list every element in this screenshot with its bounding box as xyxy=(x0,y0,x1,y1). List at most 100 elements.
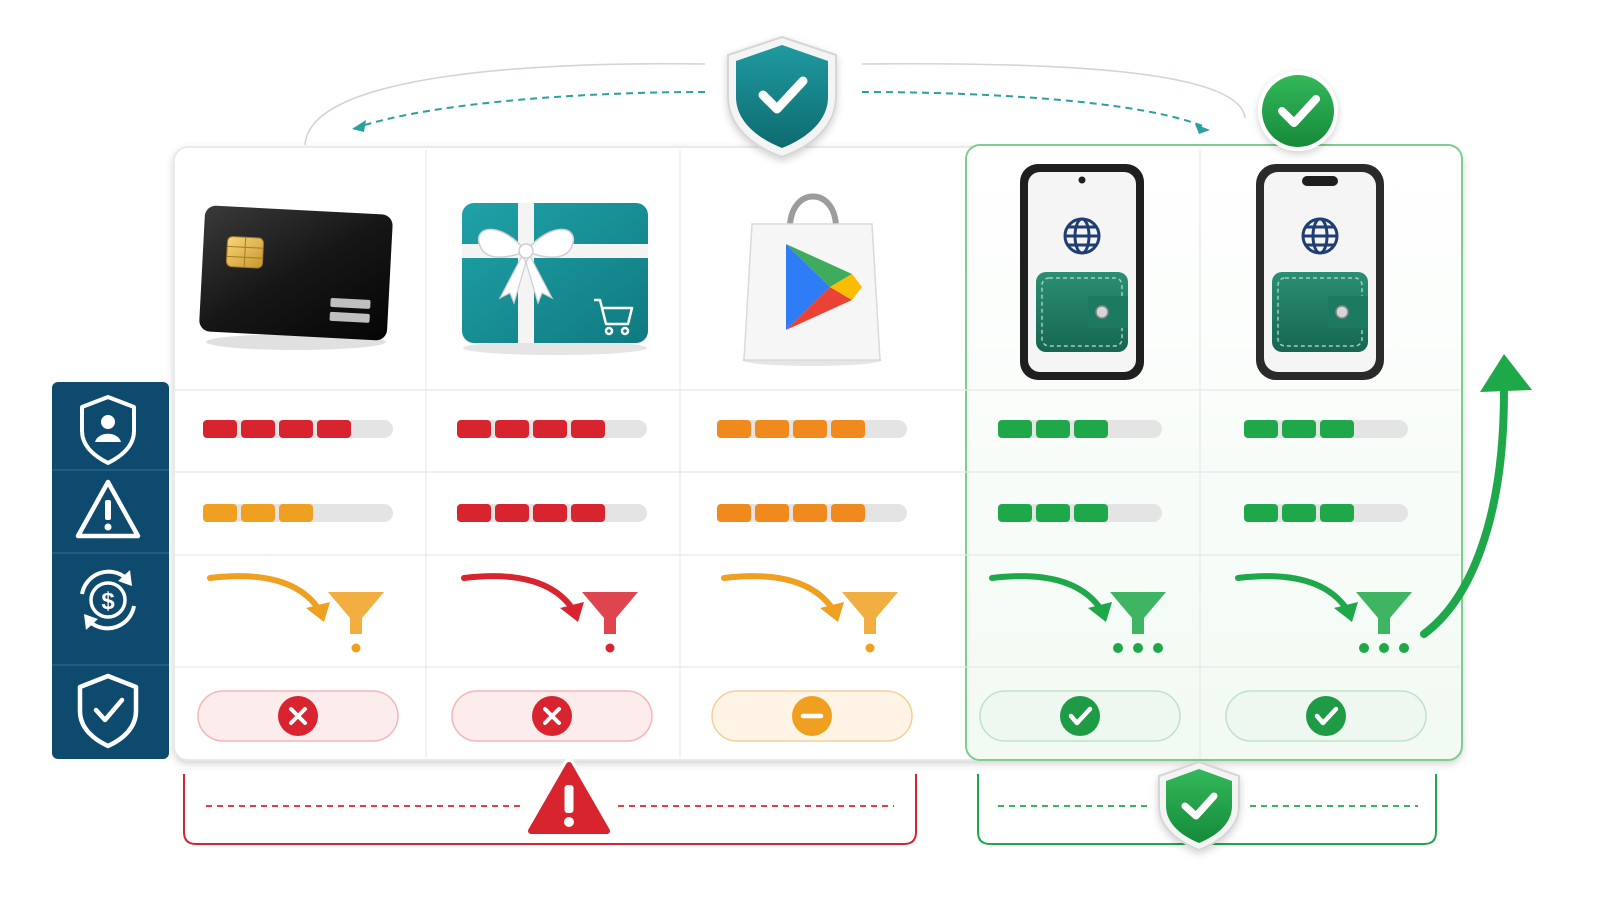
growth-arrow-icon xyxy=(1420,354,1532,638)
warning-level-bar xyxy=(1244,504,1408,522)
warning-level-bar xyxy=(203,504,393,522)
drip-dot xyxy=(1113,643,1123,653)
level-segment xyxy=(457,420,491,438)
refund-arrow-head xyxy=(820,602,844,622)
credit-card-icon xyxy=(199,205,393,350)
level-segment xyxy=(793,420,827,438)
level-segment xyxy=(1244,504,1278,522)
refund-arrow-head xyxy=(1334,602,1358,622)
drip-dot xyxy=(1359,643,1369,653)
drip-dot xyxy=(865,643,875,653)
level-segment xyxy=(457,504,491,522)
check-icon xyxy=(1314,706,1339,726)
level-segment xyxy=(755,420,789,438)
cross-icon xyxy=(289,707,307,725)
phone-wallet-icon xyxy=(1256,164,1384,380)
funnel-icon xyxy=(1110,592,1166,634)
risk-group-bracket xyxy=(183,774,917,845)
check-icon xyxy=(1068,706,1093,726)
level-segment xyxy=(279,504,313,522)
level-segment xyxy=(571,420,605,438)
verdict-pill xyxy=(711,690,913,742)
risk-level-bar xyxy=(457,420,647,438)
level-segment xyxy=(533,420,567,438)
level-segment xyxy=(1036,504,1070,522)
refund-arrow xyxy=(207,573,321,611)
cart-icon xyxy=(594,298,634,336)
table-grid xyxy=(174,150,1460,758)
drip-dot xyxy=(1399,643,1409,653)
level-segment xyxy=(793,504,827,522)
warning-triangle-icon xyxy=(524,758,614,838)
verdict-pill xyxy=(197,690,399,742)
verdict-dot xyxy=(1060,696,1100,736)
refund-arrow-head xyxy=(1088,602,1112,622)
level-segment xyxy=(203,420,237,438)
verdict-pill xyxy=(451,690,653,742)
dashed-arrow-left xyxy=(354,91,706,129)
risk-level-bar xyxy=(203,420,393,438)
level-segment xyxy=(717,504,751,522)
level-segment xyxy=(998,504,1032,522)
level-segment xyxy=(279,420,313,438)
level-segment xyxy=(1282,420,1316,438)
row-icon-sidebar: $ xyxy=(52,382,169,759)
dashed-arrow-left-head xyxy=(352,120,366,132)
risk-level-bar xyxy=(717,420,907,438)
column-credit-card xyxy=(197,420,399,742)
level-segment xyxy=(241,420,275,438)
dashed-arrow-right-head xyxy=(1195,124,1210,134)
level-segment xyxy=(717,420,751,438)
refund-arrow xyxy=(461,573,575,611)
level-segment xyxy=(1074,420,1108,438)
verdict-pill xyxy=(1225,690,1427,742)
level-segment xyxy=(1282,504,1316,522)
column-gift-card xyxy=(451,420,653,742)
risk-level-bar xyxy=(998,420,1162,438)
refund-flow-icon xyxy=(989,573,1166,653)
level-segment xyxy=(317,420,351,438)
green-check-badge-icon xyxy=(1258,71,1338,151)
drip-dot xyxy=(351,643,361,653)
shield-check-icon xyxy=(77,673,139,749)
drip-dot xyxy=(1379,643,1389,653)
level-segment xyxy=(1320,504,1354,522)
funnel-icon xyxy=(842,592,898,634)
bottom-shield-check-icon xyxy=(1158,760,1240,852)
level-segment xyxy=(831,504,865,522)
top-right-connector xyxy=(861,62,1246,119)
column-google-play xyxy=(711,420,913,742)
level-segment xyxy=(571,504,605,522)
level-segment xyxy=(495,420,529,438)
level-segment xyxy=(831,420,865,438)
risk-level-bar xyxy=(1244,420,1408,438)
funnel-icon xyxy=(328,592,384,634)
cross-icon xyxy=(543,707,561,725)
warning-level-bar xyxy=(998,504,1162,522)
refund-cycle-icon: $ xyxy=(80,569,136,631)
top-shield-check-icon xyxy=(727,35,837,159)
funnel-icon xyxy=(582,592,638,634)
refund-arrow-head xyxy=(306,602,330,622)
refund-arrow xyxy=(989,573,1103,611)
warning-level-bar xyxy=(717,504,907,522)
gift-card-icon xyxy=(462,203,648,355)
comparison-rows xyxy=(197,420,1427,742)
refund-arrow xyxy=(1235,573,1349,611)
svg-text:$: $ xyxy=(101,588,115,615)
level-segment xyxy=(495,504,529,522)
level-segment xyxy=(755,504,789,522)
verdict-dot xyxy=(1306,696,1346,736)
warning-icon xyxy=(75,479,141,539)
level-segment xyxy=(1320,420,1354,438)
refund-flow-icon xyxy=(461,573,638,653)
refund-arrow-head xyxy=(560,602,584,622)
level-segment xyxy=(241,504,275,522)
level-segment xyxy=(1036,420,1070,438)
level-segment xyxy=(203,504,237,522)
verdict-pill xyxy=(979,690,1181,742)
drip-dot xyxy=(1153,643,1163,653)
funnel-icon xyxy=(1356,592,1412,634)
